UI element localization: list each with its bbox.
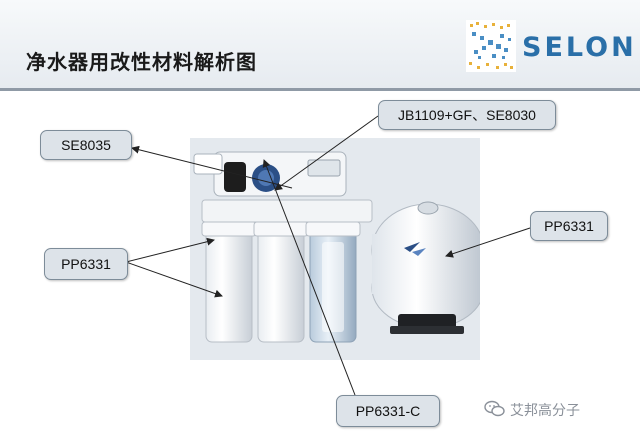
water-purifier-illustration bbox=[190, 138, 480, 360]
callout-pp6331-right: PP6331 bbox=[530, 211, 608, 241]
wechat-icon bbox=[484, 400, 506, 418]
watermark-text: 艾邦高分子 bbox=[510, 400, 580, 420]
selon-logo-icon bbox=[466, 20, 516, 72]
callout-se8035: SE8035 bbox=[40, 130, 132, 160]
callout-pp6331-c: PP6331-C bbox=[336, 395, 440, 427]
callout-jb1109-se8030: JB1109+GF、SE8030 bbox=[378, 100, 556, 130]
callout-pp6331-left: PP6331 bbox=[44, 248, 128, 280]
header-divider bbox=[0, 88, 640, 91]
logo-text: SELON bbox=[522, 32, 637, 63]
page-title: 净水器用改性材料解析图 bbox=[26, 46, 257, 75]
